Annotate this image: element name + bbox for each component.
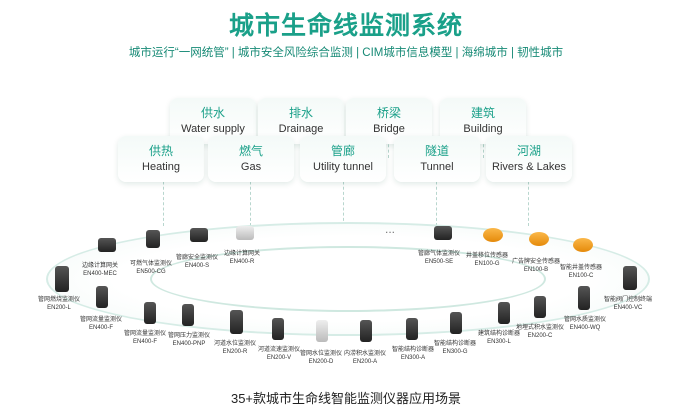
scenario-label-en: Tunnel — [420, 161, 454, 173]
device-icon — [528, 232, 550, 246]
scenario-label-zh: 排水 — [288, 106, 313, 120]
scenario-label-zh: 桥梁 — [376, 106, 401, 120]
device-icon — [574, 286, 594, 310]
scenario-card-utility-tunnel[interactable]: 管廊 Utility tunnel — [300, 136, 386, 182]
more-ellipsis: ... — [385, 222, 396, 236]
device-icon — [234, 226, 256, 240]
scenario-label-en: Rivers & Lakes — [492, 161, 566, 173]
device-icon — [620, 266, 640, 290]
device-icon — [432, 226, 454, 240]
device-icon — [446, 312, 466, 334]
device-icon — [268, 318, 288, 340]
connector-line — [343, 166, 344, 226]
scenario-label-en: Bridge — [373, 123, 405, 135]
device-icon — [530, 296, 550, 318]
scenario-label-zh: 供热 — [148, 144, 173, 158]
device-icon — [402, 318, 422, 340]
device-icon — [178, 304, 198, 326]
bottom-caption: 35+款城市生命线智能监测仪器应用场景 — [230, 391, 462, 406]
device-icon — [482, 228, 504, 242]
device-icon — [140, 302, 160, 324]
connector-line — [163, 166, 164, 226]
connector-line — [436, 166, 437, 226]
device-icon — [52, 266, 72, 292]
scenario-label-zh: 河湖 — [516, 144, 541, 158]
device-icon — [356, 320, 376, 342]
scenario-label-zh: 管廊 — [330, 144, 355, 158]
scenario-label-en: Water supply — [181, 123, 245, 135]
page-title: 城市生命线监测系统 — [228, 12, 463, 40]
scenario-card-rivers-lakes[interactable]: 河湖 Rivers & Lakes — [486, 136, 572, 182]
device-icon — [312, 320, 332, 342]
scenario-label-en: Gas — [240, 161, 262, 173]
scenario-label-zh: 燃气 — [238, 144, 263, 158]
scenario-label-zh: 隧道 — [424, 144, 449, 158]
scenario-label-en: Utility tunnel — [313, 161, 373, 173]
device-icon — [92, 286, 112, 308]
scenario-label-zh: 建筑 — [470, 106, 495, 120]
scenario-label-en: Heating — [142, 161, 180, 173]
scenario-label-zh: 供水 — [200, 106, 225, 120]
scenario-card-gas[interactable]: 燃气 Gas — [208, 136, 294, 182]
device-icon — [96, 238, 118, 252]
connector-line — [528, 166, 529, 226]
connector-line — [250, 166, 251, 226]
scenario-label-en: Building — [463, 123, 503, 135]
device-icon — [226, 310, 246, 334]
scenario-card-heating[interactable]: 供热 Heating — [118, 136, 204, 182]
scenario-card-tunnel[interactable]: 隧道 Tunnel — [394, 136, 480, 182]
scenario-label-en: Drainage — [278, 123, 324, 135]
device-icon — [572, 238, 594, 252]
page-subtitle: 城市运行“一网统管” | 城市安全风险综合监测 | CIM城市信息模型 | 海绵… — [128, 47, 564, 59]
platform-ring-inner — [150, 246, 546, 312]
device-icon — [188, 228, 210, 242]
device-icon — [142, 230, 164, 248]
device-icon — [494, 302, 514, 324]
